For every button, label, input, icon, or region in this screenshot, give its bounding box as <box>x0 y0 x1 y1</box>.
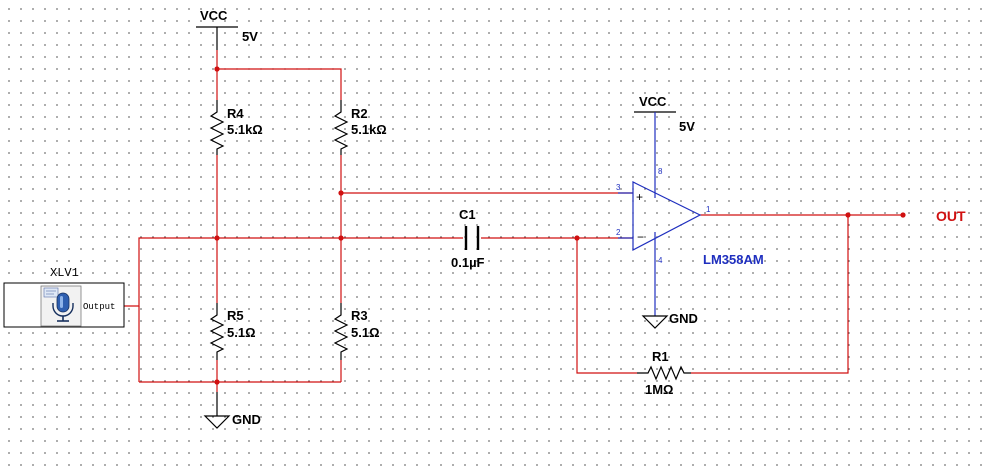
resistor-symbol <box>333 100 349 155</box>
r4-value: 5.1kΩ <box>227 122 263 137</box>
c1-value: 0.1µF <box>451 255 485 270</box>
junction-dot <box>338 235 344 241</box>
resistor-r4[interactable]: R4 5.1kΩ <box>209 100 263 155</box>
wire-feedback-right <box>691 215 849 374</box>
resistor-r1[interactable]: R1 1MΩ <box>637 349 691 397</box>
junction-dot <box>214 235 220 241</box>
resistor-symbol <box>333 303 349 360</box>
xlv1-source[interactable]: XLV1 Output <box>3 266 125 328</box>
resistor-r5[interactable]: R5 5.1Ω <box>209 303 256 360</box>
plus-sign: + <box>636 190 643 204</box>
resistor-symbol <box>209 100 225 155</box>
opamp-part-label: LM358AM <box>703 252 764 267</box>
out-label: OUT <box>936 208 966 224</box>
junction-dot <box>574 235 580 241</box>
wire-source-output <box>124 237 217 307</box>
resistor-r3[interactable]: R3 5.1Ω <box>333 303 380 360</box>
junction-dot <box>338 190 344 196</box>
vcc-rail-opamp[interactable]: VCC 5V <box>634 94 695 198</box>
r1-ref: R1 <box>652 349 669 364</box>
r5-ref: R5 <box>227 308 244 323</box>
wire-top-bus <box>217 68 342 100</box>
pin-2-label: 2 <box>616 228 621 237</box>
vcc-label: VCC <box>200 8 228 23</box>
r3-value: 5.1Ω <box>351 325 380 340</box>
wires <box>124 50 903 392</box>
xlv1-ref: XLV1 <box>50 266 79 280</box>
r5-value: 5.1Ω <box>227 325 256 340</box>
minus-sign: − <box>637 230 644 244</box>
r1-value: 1MΩ <box>645 382 673 397</box>
resistor-symbol <box>209 303 225 360</box>
r4-ref: R4 <box>227 106 244 121</box>
ground-icon <box>203 415 231 429</box>
junction-dot <box>214 66 220 72</box>
c1-ref: C1 <box>459 207 476 222</box>
junctions <box>214 66 906 385</box>
ground-opamp[interactable]: GND <box>641 232 698 329</box>
vcc-rail-main[interactable]: VCC 5V <box>196 8 258 50</box>
r3-ref: R3 <box>351 308 368 323</box>
ground-icon <box>641 315 669 329</box>
vcc-label: VCC <box>639 94 667 109</box>
resistor-symbol <box>637 365 691 381</box>
gnd-label: GND <box>669 311 698 326</box>
pin-4-label: 4 <box>658 256 663 265</box>
vcc-value: 5V <box>679 119 695 134</box>
vcc-value: 5V <box>242 29 258 44</box>
capacitor-c1[interactable]: C1 0.1µF <box>451 207 485 270</box>
junction-dot <box>845 212 851 218</box>
r2-ref: R2 <box>351 106 368 121</box>
xlv1-port-label: Output <box>83 302 115 312</box>
output-terminal-dot <box>900 212 906 218</box>
wire-feedback-left <box>576 238 637 374</box>
junction-dot <box>214 379 220 385</box>
opamp-lm358am[interactable]: + − 3 2 1 8 4 LM358AM <box>616 167 764 267</box>
microphone-icon <box>43 287 74 322</box>
ground-bottom[interactable]: GND <box>203 392 261 429</box>
pin-1-label: 1 <box>706 205 711 214</box>
pin-3-label: 3 <box>616 183 621 192</box>
opamp-triangle <box>632 181 702 251</box>
gnd-label: GND <box>232 412 261 427</box>
resistor-r2[interactable]: R2 5.1kΩ <box>333 100 387 155</box>
pin-8-label: 8 <box>658 167 663 176</box>
r2-value: 5.1kΩ <box>351 122 387 137</box>
